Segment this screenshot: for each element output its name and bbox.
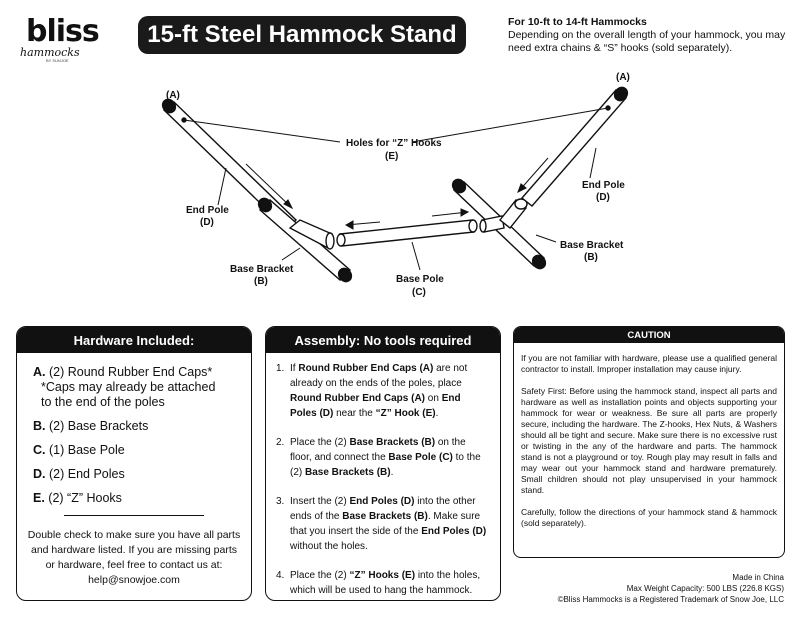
label-end-pole-left-d: (D) (200, 217, 214, 228)
left-end-pole (161, 98, 298, 229)
left-base-bracket (257, 197, 353, 283)
label-base-pole: Base Pole (396, 274, 444, 285)
assembly-step-2: 2. Place the (2) Base Brackets (B) on th… (276, 437, 481, 478)
right-end-pole (520, 86, 629, 207)
assembly-step-1: 1. If Round Rubber End Caps (A) are not … (276, 363, 468, 419)
right-base-bracket (451, 178, 547, 270)
divider (64, 515, 204, 516)
label-base-bracket-left-b: (B) (254, 276, 268, 287)
assembly-panel: Assembly: No tools required 1. If Round … (265, 326, 501, 601)
hardware-note: to the end of the poles (41, 395, 165, 409)
hardware-footer: Double check to make sure you have all p… (27, 529, 241, 586)
assembly-diagram: (A) (A) Holes for “Z” Hooks (E) End Pole… (161, 72, 630, 298)
motion-arrows (245, 157, 549, 230)
label-a-left: (A) (166, 90, 180, 101)
caution-paragraph: Safety First: Before using the hammock s… (521, 386, 777, 495)
intro-note: For 10-ft to 14-ft Hammocks Depending on… (508, 16, 798, 55)
hardware-panel: Hardware Included: A. (2) Round Rubber E… (16, 326, 252, 601)
capacity-text: Max Weight Capacity: 500 LBS (226.8 KGS) (626, 584, 784, 593)
label-holes-e: (E) (385, 151, 398, 162)
label-base-pole-c: (C) (412, 287, 426, 298)
base-pole (336, 219, 478, 247)
assembly-heading: Assembly: No tools required (266, 327, 500, 353)
label-end-pole-left: End Pole (186, 205, 229, 216)
label-end-pole-right: End Pole (582, 180, 625, 191)
label-end-pole-right-d: (D) (596, 192, 610, 203)
assembly-step-4: 4. Place the (2) “Z” Hooks (E) into the … (276, 570, 481, 596)
intro-text: Depending on the overall length of your … (508, 29, 786, 54)
hardware-item-e: E. (2) “Z” Hooks (33, 491, 122, 505)
label-holes: Holes for “Z” Hooks (346, 138, 442, 149)
brand-sub: hammocks (20, 46, 80, 59)
origin-text: Made in China (732, 573, 784, 582)
hardware-list: A. (2) Round Rubber End Caps* *Caps may … (17, 353, 251, 506)
brand-name: bliss (26, 14, 100, 49)
brand-tiny: BY SUNJOE (46, 58, 69, 63)
caution-heading: CAUTION (514, 327, 784, 343)
page-footer: Made in China Max Weight Capacity: 500 L… (558, 572, 784, 605)
hardware-item-d: D. (2) End Poles (33, 467, 125, 481)
hardware-heading: Hardware Included: (17, 327, 251, 353)
page-title: 15-ft Steel Hammock Stand (138, 16, 466, 54)
leader-lines (183, 107, 609, 271)
trademark-text: ©Bliss Hammocks is a Registered Trademar… (557, 595, 784, 604)
assembly-steps: 1. If Round Rubber End Caps (A) are not … (266, 353, 500, 598)
caution-body: If you are not familiar with hardware, p… (514, 343, 784, 529)
label-base-bracket-right-b: (B) (584, 252, 598, 263)
label-a-right: (A) (616, 72, 630, 83)
caution-panel: CAUTION If you are not familiar with har… (513, 326, 785, 558)
hardware-item-c: C. (1) Base Pole (33, 443, 125, 457)
hardware-item-b: B. (2) Base Brackets (33, 419, 149, 433)
label-base-bracket-right: Base Bracket (560, 240, 624, 251)
assembly-step-3: 3. Insert the (2) End Poles (D) into the… (276, 496, 487, 552)
brand-logo: bliss hammocks BY SUNJOE (16, 14, 106, 64)
hardware-item-a: A. (2) Round Rubber End Caps* *Caps may … (33, 365, 251, 410)
label-base-bracket-left: Base Bracket (230, 264, 294, 275)
caution-paragraph: Carefully, follow the directions of your… (521, 507, 777, 528)
caution-paragraph: If you are not familiar with hardware, p… (521, 353, 777, 374)
hardware-note: *Caps may already be attached (41, 380, 216, 394)
intro-heading: For 10-ft to 14-ft Hammocks (508, 16, 647, 28)
